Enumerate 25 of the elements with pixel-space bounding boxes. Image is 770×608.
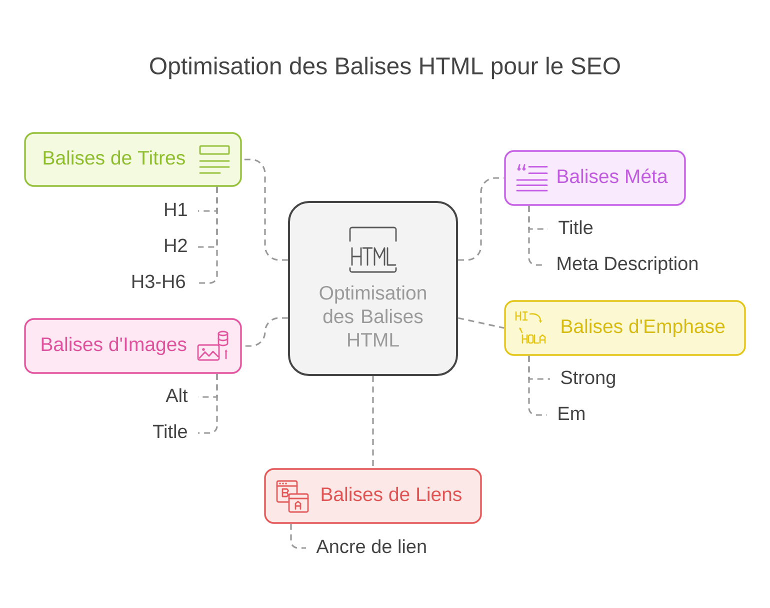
topic-box: Balises d'Emphase <box>504 300 746 356</box>
branch-text: Title <box>153 424 187 438</box>
central-box: Optimisation des Balises HTML <box>288 201 458 376</box>
connector-line <box>372 376 374 468</box>
branch-text: Title <box>558 220 593 234</box>
diagram-title: Optimisation des Balises HTML pour le SEO <box>150 56 620 80</box>
connector-line <box>196 186 218 284</box>
topic-box: Balises Méta <box>504 150 686 206</box>
branch-text: Strong <box>561 370 615 388</box>
branch-text: H2 <box>165 238 187 252</box>
branch-text: H1 <box>165 202 187 216</box>
branch-text: Ancre de lien <box>316 539 426 554</box>
branch-text: Alt <box>166 388 188 402</box>
branch-text: Em <box>558 406 584 420</box>
topic-box: Balises de Liens <box>264 468 482 524</box>
connector-line <box>458 317 504 329</box>
connector-line <box>198 374 218 434</box>
connector-line <box>458 177 504 261</box>
branch-text: H3-H6 <box>132 274 185 288</box>
connector-line <box>528 356 547 416</box>
topic-box: Balises de Titres <box>24 132 242 187</box>
topic-box: Balises d'Images <box>24 318 242 374</box>
branch-text: Meta Description <box>558 256 698 274</box>
connector-line <box>242 158 288 261</box>
connector-line <box>290 524 306 549</box>
